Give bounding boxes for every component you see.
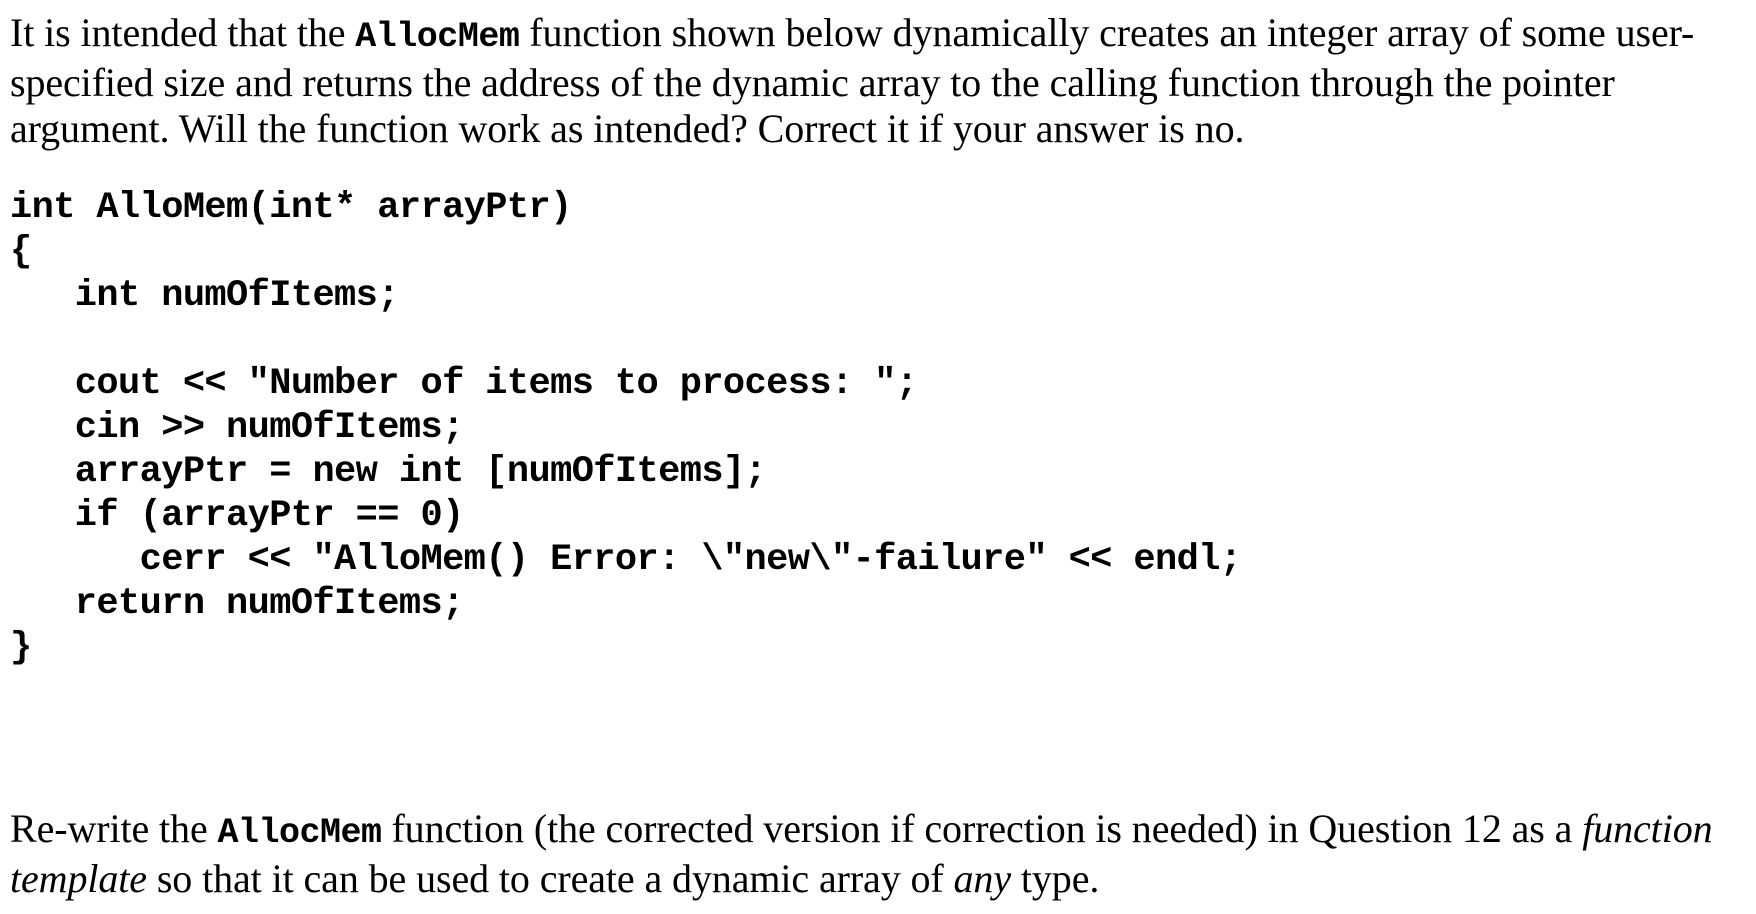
intro-code-term: AllocMem [355,17,520,57]
code-line: int numOfItems; [10,275,400,317]
code-line: int AlloMem(int* arrayPtr) [10,187,572,229]
closing-paragraph: Re-write the AllocMem function (the corr… [10,806,1746,902]
code-line: cin >> numOfItems; [10,407,464,449]
code-line: arrayPtr = new int [numOfItems]; [10,451,767,493]
code-line-blank [10,318,1742,362]
closing-emphasis: function template [10,806,1713,901]
closing-text: Re-write the [10,806,218,851]
closing-text: function (the corrected version if corre… [381,806,1583,851]
intro-text: It is intended that the [10,10,356,55]
closing-code-term: AllocMem [217,813,383,853]
closing-text: so that it can be used to create a dynam… [146,856,954,901]
code-line: cerr << "AlloMem() Error: \"new\"-failur… [10,539,1242,581]
intro-paragraph: It is intended that the AllocMem functio… [10,10,1742,152]
code-line: if (arrayPtr == 0) [10,495,464,537]
code-line: { [10,231,32,273]
closing-text: type. [1010,856,1100,901]
intro-text: function shown below dynamically creates… [10,10,1695,151]
code-block: int AlloMem(int* arrayPtr){ int numOfIte… [10,186,1742,670]
code-line: cout << "Number of items to process: "; [10,363,918,405]
code-line: return numOfItems; [10,583,464,625]
code-line: } [10,627,32,669]
closing-emphasis: any [953,856,1012,901]
